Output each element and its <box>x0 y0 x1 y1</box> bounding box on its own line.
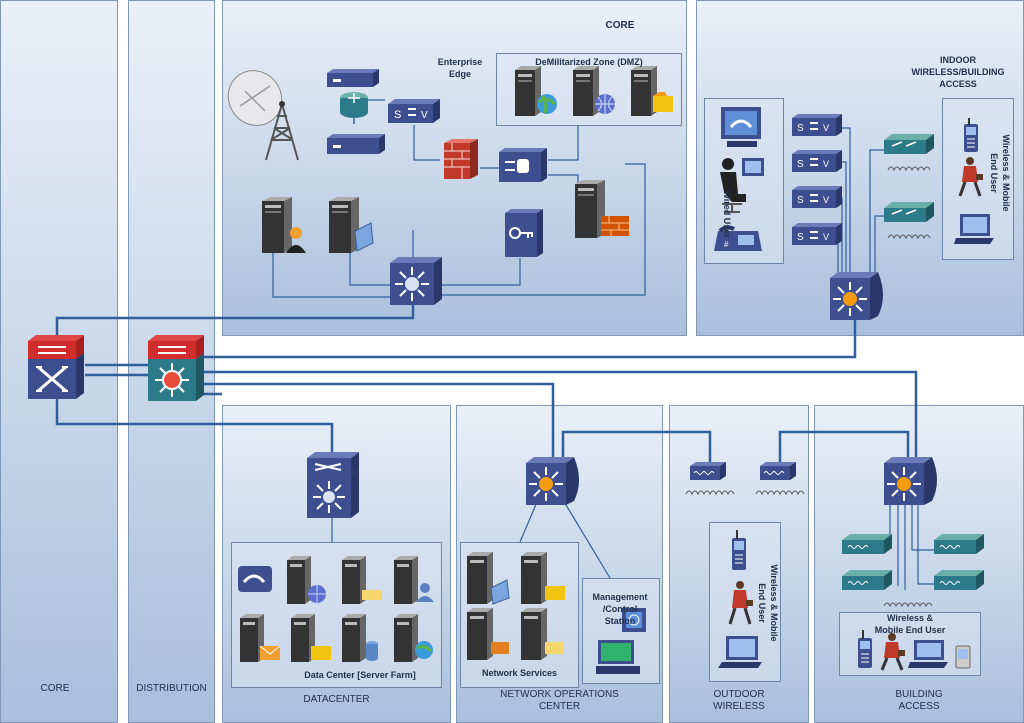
svg-text:S: S <box>797 232 804 243</box>
building-access-point-1-icon[interactable] <box>840 532 894 560</box>
building-pda-icon <box>955 645 971 669</box>
wireless-outdoor-label: Wireless & Mobile End User <box>757 564 779 642</box>
outdoor-laptop-icon <box>718 636 762 668</box>
dc-mail-server-icon[interactable] <box>236 614 282 664</box>
core-area-title: CORE <box>605 20 635 31</box>
svg-text:#: # <box>724 240 729 249</box>
wired-user-person-icon <box>720 158 764 213</box>
outdoor-mobile-user-icon <box>728 581 753 625</box>
datacenter-title: DATACENTER <box>303 694 370 705</box>
distribution-switch-icon[interactable] <box>146 333 206 405</box>
svg-text:V: V <box>823 195 829 205</box>
dmz-appliance-icon[interactable] <box>497 146 549 184</box>
noc-switch-icon[interactable] <box>524 455 584 507</box>
building-access-point-3-icon[interactable] <box>840 568 894 596</box>
dc-database-server-icon[interactable] <box>338 614 384 664</box>
building-laptop-icon <box>908 640 948 668</box>
edge-appliance-icon[interactable] <box>325 67 381 89</box>
satellite-dish-icon <box>227 70 283 126</box>
svg-text:S: S <box>797 123 804 134</box>
edge-switch-icon[interactable]: S V <box>386 97 442 125</box>
firewall-icon[interactable] <box>440 137 482 183</box>
access-control-server-icon[interactable] <box>503 207 545 259</box>
noc-server-2-icon[interactable] <box>517 552 567 606</box>
noc-title: NETWORK OPERATIONS CENTER <box>500 689 619 712</box>
building-wireless-signal-icon <box>883 602 933 608</box>
indoor-access-point-2-icon[interactable] <box>882 200 936 246</box>
dc-file-server-icon[interactable] <box>287 614 333 664</box>
svg-text:V: V <box>421 110 428 121</box>
dc-ip-phone-server-icon[interactable] <box>236 562 276 596</box>
radio-tower-icon <box>265 101 299 161</box>
svg-text:V: V <box>823 123 829 133</box>
outdoor-mobile-phone-icon <box>732 530 746 570</box>
management-station-icon[interactable] <box>592 606 654 678</box>
noc-server-4-icon[interactable] <box>517 608 567 662</box>
svg-text:V: V <box>823 159 829 169</box>
firewall-server-icon[interactable] <box>571 180 633 242</box>
dmz-dns-server-icon[interactable] <box>569 66 619 118</box>
core-column-label: CORE <box>40 683 70 694</box>
indoor-distribution-switch-icon[interactable] <box>828 270 888 322</box>
outdoor-title: OUTDOOR WIRELESS <box>713 689 765 712</box>
dmz-web-server-icon[interactable] <box>511 66 561 118</box>
wired-user-label: Wired User <box>722 190 732 238</box>
indoor-laptop-icon <box>954 214 994 244</box>
noc-server-1-icon[interactable] <box>463 552 511 606</box>
enterprise-edge-label: Enterprise Edge <box>437 57 483 79</box>
svg-text:S: S <box>797 195 804 206</box>
wireless-building-label: Wireless & Mobile End User <box>874 613 946 635</box>
ip-phone-screen-icon <box>721 107 761 147</box>
outdoor-access-point-1-icon[interactable] <box>682 460 740 502</box>
building-distribution-switch-icon[interactable] <box>882 455 942 507</box>
indoor-access-point-1-icon[interactable] <box>882 132 936 178</box>
app-server-icon[interactable] <box>325 197 377 255</box>
network-services-label: Network Services <box>481 668 558 678</box>
ldap-server-icon[interactable] <box>258 197 310 255</box>
indoor-access-title: INDOOR WIRELESS/BUILDING ACCESS <box>911 55 1005 89</box>
dmz-ftp-server-icon[interactable] <box>627 66 677 118</box>
building-access-point-4-icon[interactable] <box>932 568 986 596</box>
building-mobile-phone-icon <box>858 630 872 668</box>
wireless-indoor-label: Wireless & Mobile End User <box>989 134 1011 212</box>
svg-text:V: V <box>823 232 829 242</box>
noc-server-3-icon[interactable] <box>463 608 511 662</box>
indoor-mobile-phone-icon <box>964 118 978 152</box>
indoor-mobile-user-icon <box>958 157 983 197</box>
dc-server-1-icon[interactable] <box>283 556 329 606</box>
building-title: BUILDING ACCESS <box>895 689 943 712</box>
svg-text:S: S <box>394 109 401 121</box>
core-multilayer-switch-icon[interactable] <box>388 255 444 307</box>
dc-server-2-icon[interactable] <box>338 556 384 606</box>
dmz-label: DeMilitarized Zone (DMZ) <box>535 57 643 67</box>
ip-phone-icon: # <box>714 225 762 251</box>
dc-server-3-icon[interactable] <box>390 556 436 606</box>
distribution-column-label: DISTRIBUTION <box>136 683 207 694</box>
datacenter-switch-icon[interactable] <box>305 450 361 520</box>
svg-text:S: S <box>797 159 804 170</box>
management-label: Management /Control Station <box>592 592 648 626</box>
dc-web-server-icon[interactable] <box>390 614 436 664</box>
outdoor-access-point-2-icon[interactable] <box>752 460 810 502</box>
core-switch-icon[interactable] <box>26 333 86 401</box>
datacenter-inner-label: Data Center [Server Farm] <box>304 670 416 680</box>
building-mobile-user-icon <box>880 633 905 671</box>
building-access-point-2-icon[interactable] <box>932 532 986 560</box>
router-icon[interactable] <box>338 90 372 126</box>
edge-appliance-lower-icon[interactable] <box>325 132 387 156</box>
